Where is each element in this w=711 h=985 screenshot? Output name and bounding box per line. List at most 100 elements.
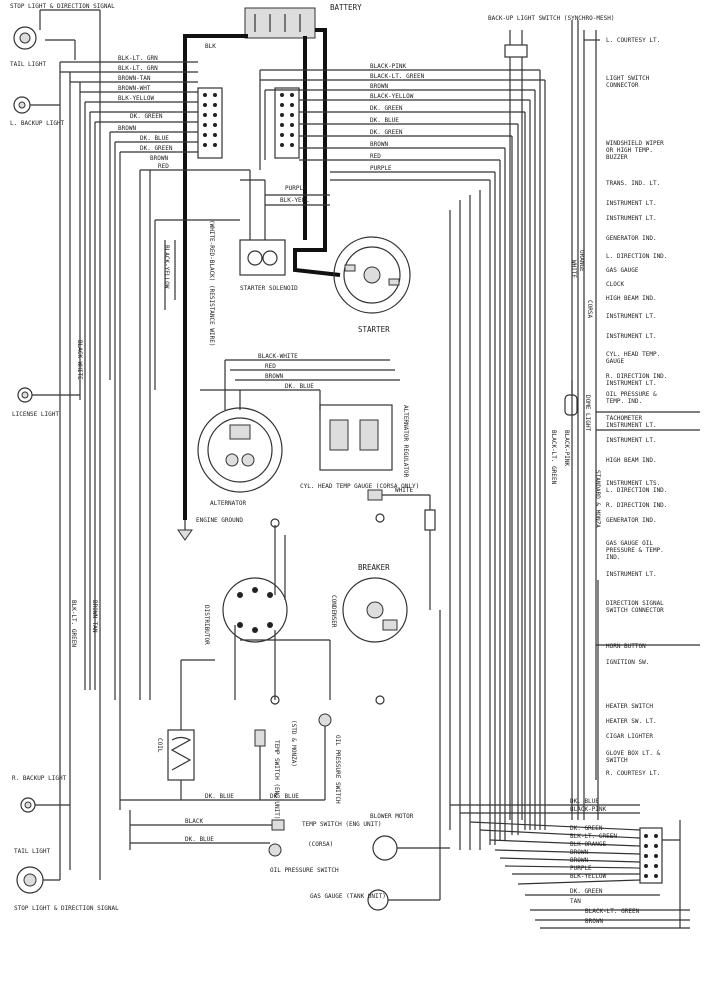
r-backup-light: R. BACKUP LIGHT <box>12 775 70 813</box>
wl-dk-blue: DK. BLUE <box>140 135 169 142</box>
right-label-3: TRANS. IND. LT. <box>606 180 660 187</box>
coil-label: COIL <box>156 738 163 753</box>
wb-6: BROWN <box>570 857 588 864</box>
wr-dk-green: DK. GREEN <box>370 105 403 112</box>
dome-light-label: DOME LIGHT <box>584 395 591 432</box>
license-label: LICENSE LIGHT <box>12 411 59 418</box>
wl-brown-3: BROWN <box>265 373 283 380</box>
wl-blk-lt-green-v: BLK-LT. GREEN <box>70 600 77 647</box>
license-light: LICENSE LIGHT <box>12 387 80 418</box>
wb-10: TAN <box>570 898 581 905</box>
right-label-4: INSTRUMENT LT. <box>606 200 657 207</box>
backup-switch-label: BACK-UP LIGHT SWITCH (SYNCHRO-MESH) <box>488 15 614 22</box>
wl-black-white: BLACK-WHITE <box>258 353 298 360</box>
right-label-21: GENERATOR IND. <box>606 517 657 524</box>
right-label-9: CLOCK <box>606 281 624 288</box>
distributor-label: DISTRIBUTOR <box>203 605 210 645</box>
tail-light-right: TAIL LIGHT STOP LIGHT & DIRECTION SIGNAL <box>14 848 119 912</box>
starter: STARTER <box>333 236 411 334</box>
wb-3: BLK-LT. GREEN <box>570 833 617 840</box>
left-connector <box>197 87 223 159</box>
wl-blk-yell: BLK-YELL <box>280 197 309 204</box>
wb-8: BLK-YELLOW <box>570 873 607 880</box>
wl-white: WHITE <box>395 487 413 494</box>
wr-brown-2: BROWN <box>370 141 388 148</box>
right-label-19: INSTRUMENT LTS.L. DIRECTION IND. <box>606 480 667 494</box>
oil-pressure-upper-label: OIL PRESSURE SWITCH <box>334 735 341 804</box>
alternator-regulator: ALTERNATOR REGULATOR <box>319 404 409 478</box>
wl-blk-lt-grn-1: BLK-LT. GRN <box>118 55 158 62</box>
starter-solenoid-label: STARTER SOLENOID <box>240 285 298 292</box>
condenser-label: CONDENSER <box>330 595 337 628</box>
wb-11: BLACK-LT. GREEN <box>585 908 640 915</box>
corsa-side-label: CORSA <box>586 300 593 318</box>
wr-purple: PURPLE <box>370 165 392 172</box>
wl-dk-blue-5: DK. BLUE <box>185 836 214 843</box>
gas-gauge-tank: GAS GAUGE (TANK UNIT) <box>310 610 441 911</box>
regulator-label: ALTERNATOR REGULATOR <box>402 405 409 478</box>
alternator-wires <box>200 359 400 410</box>
bottom-right-wire-runs <box>450 804 690 929</box>
wl-purple: PURPLE <box>285 185 307 192</box>
wr-red: RED <box>370 153 381 160</box>
battery-label: BATTERY <box>330 3 362 12</box>
right-label-20: R. DIRECTION IND. <box>606 502 667 509</box>
wl-black-yellow-v: BLACK-YELLOW <box>163 245 170 289</box>
right-label-28: HEATER SW. LT. <box>606 718 657 725</box>
temp-switch-lower-label: TEMP SWITCH (ENG UNIT) <box>302 821 381 828</box>
temp-switch-upper-label: TEMP SWITCH (ENG UNIT) <box>273 740 280 819</box>
wl-brown: BROWN <box>118 125 136 132</box>
wl-white-v: WHITE <box>570 260 577 278</box>
wb-7: PURPLE <box>570 865 592 872</box>
right-label-30: GLOVE BOX LT. &SWITCH <box>606 750 661 764</box>
l-backup-light: L. BACKUP LIGHT <box>10 96 65 127</box>
tail-light-left-label: TAIL LIGHT <box>10 61 47 68</box>
bottom-center-wires <box>120 799 325 850</box>
wl-dk-blue-2: DK. BLUE <box>285 383 314 390</box>
wr-black-lt-green: BLACK-LT. GREEN <box>370 73 425 80</box>
engine-ground: ENGINE GROUND <box>177 517 243 541</box>
wl-brown-wht: BROWN-WHT <box>118 85 151 92</box>
wl-dk-green-2: DK. GREEN <box>140 145 173 152</box>
wl-brown-tan: BROWN-TAN <box>118 75 151 82</box>
right-label-25: HORN BUTTON <box>606 643 646 650</box>
engine-ground-label: ENGINE GROUND <box>196 517 243 524</box>
wb-1: BLACK-PINK <box>570 806 607 813</box>
oil-pressure-switch-lower: OIL PRESSURE SWITCH <box>268 843 339 874</box>
wl-red-2: RED <box>265 363 276 370</box>
corsa-label: (CORSA) <box>308 841 333 848</box>
right-label-26: IGNITION SW. <box>606 659 649 666</box>
right-label-18: HIGH BEAM IND. <box>606 457 657 464</box>
breaker: BREAKER CONDENSER <box>330 563 408 643</box>
blower-motor-label: BLOWER MOTOR <box>370 813 414 820</box>
right-label-14: R. DIRECTION IND.INSTRUMENT LT. <box>606 373 667 387</box>
breaker-label: BREAKER <box>358 563 390 572</box>
oil-pressure-lower-label: OIL PRESSURE SWITCH <box>270 867 339 874</box>
wb-4: BLK-ORANGE <box>570 841 607 848</box>
wr-dk-green-2: DK. GREEN <box>370 129 403 136</box>
wb-9: DK. GREEN <box>570 888 603 895</box>
wb-2: DK. GREEN <box>570 825 603 832</box>
wr-dk-blue: DK. BLUE <box>370 117 399 124</box>
wl-brown-tan-v: BROWN-TAN <box>91 600 98 633</box>
right-label-8: GAS GAUGE <box>606 267 639 274</box>
right-label-10: HIGH BEAM IND. <box>606 295 657 302</box>
right-label-29: CIGAR LIGHTER <box>606 733 653 740</box>
gas-gauge-tank-label: GAS GAUGE (TANK UNIT) <box>310 893 386 900</box>
tail-light-left: STOP LIGHT & DIRECTION SIGNAL TAIL LIGHT <box>10 3 115 68</box>
temp-switch-lower: TEMP SWITCH (ENG UNIT) (CORSA) <box>271 819 381 848</box>
right-label-11: INSTRUMENT LT. <box>606 313 657 320</box>
right-label-31: R. COURTESY LT. <box>606 770 660 777</box>
alternator-label: ALTERNATOR <box>210 500 247 507</box>
right-label-15: OIL PRESSURE &TEMP. IND. <box>606 391 657 405</box>
wl-dk-blue-3: DK. BLUE <box>205 793 234 800</box>
stop-light-right-label: STOP LIGHT & DIRECTION SIGNAL <box>14 905 119 912</box>
top-right-wires <box>259 69 546 850</box>
wl-orange: ORANGE <box>578 250 585 272</box>
top-left-wires <box>39 9 250 880</box>
stop-light-left-label: STOP LIGHT & DIRECTION SIGNAL <box>10 3 115 10</box>
dome-light: DOME LIGHT <box>564 380 591 432</box>
bottom-right-connector <box>639 820 681 928</box>
r-backup-label: R. BACKUP LIGHT <box>12 775 67 782</box>
